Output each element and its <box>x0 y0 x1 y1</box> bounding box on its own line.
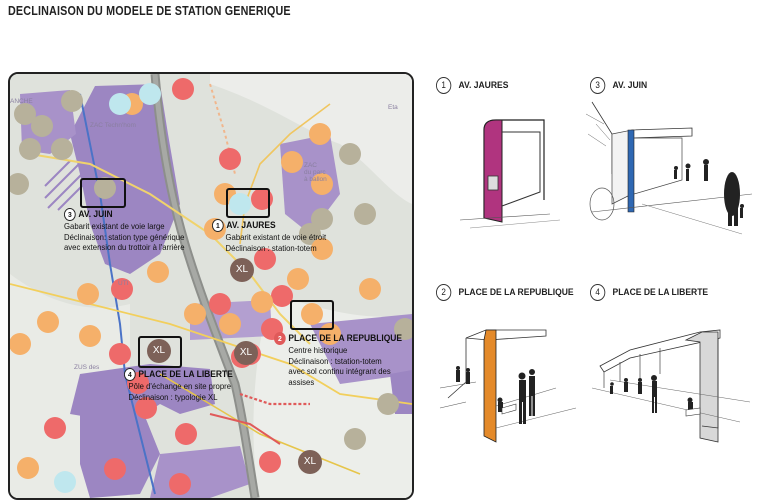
map-label-eta: Eta <box>388 104 398 111</box>
highlight-frame-jaures <box>226 188 270 218</box>
annotation-line: avec sol continu intégrant des <box>288 366 391 376</box>
highlight-frame-liberte <box>138 336 182 368</box>
annotation-title: AV. JUIN <box>78 207 113 219</box>
highlight-frame-republique <box>290 300 334 330</box>
annotation-number: 2 <box>274 332 286 345</box>
view-number: 3 <box>590 77 606 94</box>
view-number: 4 <box>590 284 606 301</box>
annotation-number: 3 <box>64 208 76 221</box>
map-drawing <box>10 74 412 498</box>
annotation-line: Déclinaison : tstation-totem <box>288 355 382 366</box>
view-header-2: 2 PLACE DE LA REPUBLIQUE <box>436 284 574 301</box>
highlight-frame-juin <box>80 178 126 208</box>
annotation-line: Pôle d'échange en site propre <box>128 381 232 391</box>
map-label-zac-technhom: ZAC Techn'hom <box>90 122 136 129</box>
annotation-line: Déclinaison : station-totem <box>225 242 317 253</box>
annotation-title: AV. JAURES <box>226 218 276 230</box>
view-title: AV. JAURES <box>458 80 509 92</box>
view-number: 1 <box>436 77 452 94</box>
xl-stop: XL <box>234 341 258 365</box>
stops-grey <box>10 90 412 450</box>
annotation-title: PLACE DE LA REPUBLIQUE <box>288 331 403 343</box>
view-title: PLACE DE LA REPUBLIQUE <box>458 287 574 299</box>
map-label-branche: ANCHE <box>10 98 33 105</box>
annotation-line: Gabarit existant de voie large <box>64 221 165 231</box>
map-label-zus: ZUS des <box>74 364 100 371</box>
annotation-line: Déclinaison : typologie XL <box>128 391 218 402</box>
annotation-line: assises <box>288 376 315 387</box>
annotation-line: Gabarit existant de voie étroit <box>225 232 327 242</box>
map-label-zac-parc: ZAC du parc à ballon <box>304 162 327 183</box>
annotation-line: Centre historique <box>288 345 348 355</box>
annotation-number: 1 <box>212 219 224 232</box>
sketch-av-juin <box>585 101 753 235</box>
view-header-1: 1 AV. JAURES <box>436 77 508 94</box>
view-title: PLACE DE LA LIBERTE <box>612 287 709 299</box>
view-header-4: 4 PLACE DE LA LIBERTE <box>590 284 708 301</box>
view-title: AV. JUIN <box>612 80 648 92</box>
sketch-place-republique <box>439 329 577 443</box>
stops-orange <box>10 93 381 479</box>
xl-stop: XL <box>147 339 171 363</box>
annotation-line: Déclinaison: station type générique <box>64 231 185 242</box>
stops-cyan <box>54 83 251 493</box>
xl-stop: XL <box>230 258 254 282</box>
station-map: ANCHE ZAC Techn'hom ZAC du parc à ballon… <box>8 72 414 500</box>
map-label-uti: UTI <box>118 280 129 287</box>
sketch-av-jaures <box>459 119 561 229</box>
view-number: 2 <box>436 284 452 301</box>
view-header-3: 3 AV. JUIN <box>590 77 647 94</box>
xl-stop: XL <box>298 450 322 474</box>
annotation-number: 4 <box>124 368 136 381</box>
sketch-place-liberte <box>591 329 751 443</box>
annotation-line: avec extension du trottoir à l'arrière <box>64 242 185 252</box>
annotation-title: PLACE DE LA LIBERTE <box>138 367 233 379</box>
page-title: DECLINAISON DU MODELE DE STATION GENERIQ… <box>8 4 291 18</box>
